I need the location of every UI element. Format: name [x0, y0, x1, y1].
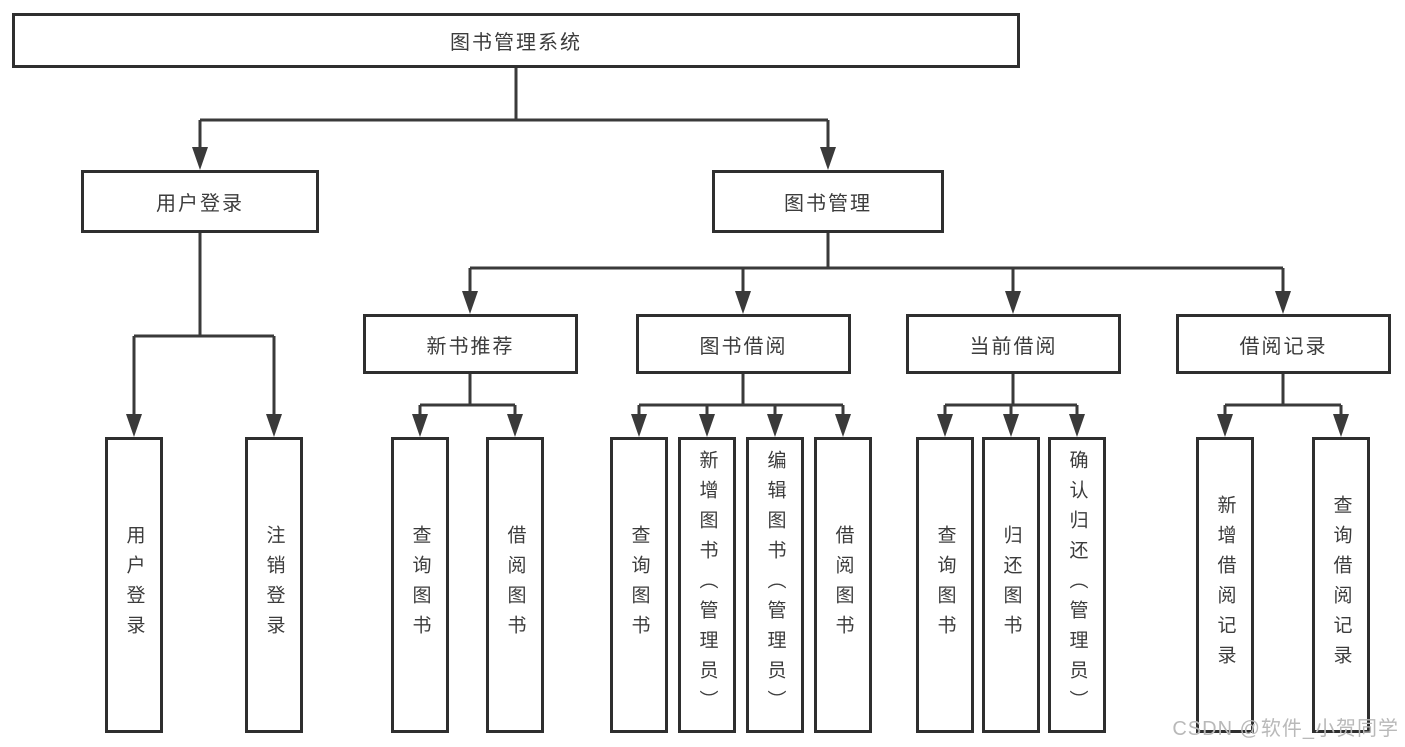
leaf-query-borrow-record-label: 查询借阅记录	[1330, 495, 1352, 675]
node-book-management-label: 图书管理	[784, 193, 872, 215]
leaf-query-books-current: 查询图书	[916, 437, 974, 733]
leaf-edit-books-admin-label: 编辑图书（管理员）	[764, 450, 786, 720]
leaf-borrow-books-recommend: 借阅图书	[486, 437, 544, 733]
leaf-confirm-return-admin-label: 确认归还（管理员）	[1066, 450, 1088, 720]
node-book-borrow-label: 图书借阅	[699, 335, 788, 358]
node-book-borrow: 图书借阅	[636, 314, 851, 374]
leaf-user-login: 用户登录	[105, 437, 163, 733]
leaf-query-books-borrow: 查询图书	[610, 437, 668, 733]
node-borrow-records-label: 借阅记录	[1239, 335, 1328, 358]
leaf-add-books-admin: 新增图书（管理员）	[678, 437, 736, 733]
leaf-query-borrow-record: 查询借阅记录	[1312, 437, 1370, 733]
csdn-watermark: CSDN @软件_小贺同学	[1172, 718, 1399, 740]
node-user-login: 用户登录	[81, 170, 319, 233]
node-current-borrow-label: 当前借阅	[969, 335, 1058, 358]
node-new-book-recommend-label: 新书推荐	[426, 335, 515, 358]
leaf-query-books-borrow-label: 查询图书	[628, 525, 650, 645]
leaf-borrow-books: 借阅图书	[814, 437, 872, 733]
arrowheads	[126, 147, 1349, 437]
leaf-borrow-books-label: 借阅图书	[832, 525, 854, 645]
leaf-add-books-admin-label: 新增图书（管理员）	[696, 450, 718, 720]
leaf-return-books: 归还图书	[982, 437, 1040, 733]
leaf-add-borrow-record-label: 新增借阅记录	[1214, 495, 1236, 675]
leaf-logout-label: 注销登录	[263, 525, 285, 645]
leaf-user-login-label: 用户登录	[123, 525, 145, 645]
leaf-return-books-label: 归还图书	[1000, 525, 1022, 645]
node-root-library-system: 图书管理系统	[12, 13, 1020, 68]
leaf-logout: 注销登录	[245, 437, 303, 733]
node-current-borrow: 当前借阅	[906, 314, 1121, 374]
node-new-book-recommend: 新书推荐	[363, 314, 578, 374]
leaf-borrow-books-recommend-label: 借阅图书	[504, 525, 526, 645]
node-borrow-records: 借阅记录	[1176, 314, 1391, 374]
leaf-confirm-return-admin: 确认归还（管理员）	[1048, 437, 1106, 733]
leaf-edit-books-admin: 编辑图书（管理员）	[746, 437, 804, 733]
leaf-query-books-current-label: 查询图书	[934, 525, 956, 645]
leaf-query-books-recommend: 查询图书	[391, 437, 449, 733]
leaf-add-borrow-record: 新增借阅记录	[1196, 437, 1254, 733]
node-root-label: 图书管理系统	[450, 32, 582, 54]
node-book-management: 图书管理	[712, 170, 944, 233]
node-user-login-label: 用户登录	[156, 193, 244, 215]
connector-stems	[132, 68, 1343, 418]
leaf-query-books-recommend-label: 查询图书	[409, 525, 431, 645]
